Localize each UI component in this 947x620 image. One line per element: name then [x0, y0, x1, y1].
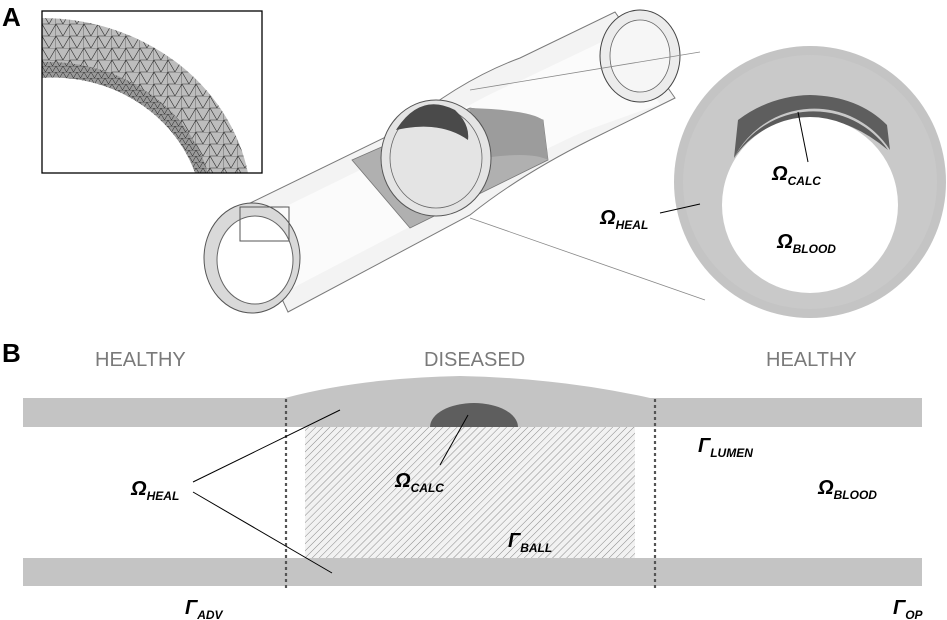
cs-omega-heal-label: ΩHEAL: [599, 207, 648, 232]
bottom-vessel-wall: [23, 558, 922, 586]
cs-omega-blood-label: ΩBLOOD: [776, 231, 836, 256]
top-vessel-wall: [23, 376, 922, 427]
gamma-op-label: ΓOP: [893, 597, 924, 620]
omega-calc-label: ΩCALC: [394, 470, 444, 495]
omega-heal-label: ΩHEAL: [130, 478, 179, 503]
region-label-healthy-left: HEALTHY: [95, 349, 186, 371]
region-label-healthy-right: HEALTHY: [766, 349, 857, 371]
gamma-ball-label: ΓBALL: [508, 530, 552, 555]
region-label-diseased: DISEASED: [424, 349, 525, 371]
panel-a-letter: A: [2, 2, 21, 32]
panel-b-letter: B: [2, 338, 21, 368]
mesh-detail-box: [239, 206, 290, 242]
mesh-inset: [41, 10, 263, 174]
gamma-adv-label: ΓADV: [185, 597, 224, 620]
balloon-region: [305, 427, 635, 558]
cs-omega-calc-label: ΩCALC: [771, 163, 821, 188]
artery-3d: [203, 9, 706, 314]
gamma-lumen-label: ΓLUMEN: [698, 435, 753, 460]
cross-section: [659, 46, 946, 318]
calcification: [430, 403, 518, 427]
omega-blood-label: ΩBLOOD: [817, 477, 877, 502]
